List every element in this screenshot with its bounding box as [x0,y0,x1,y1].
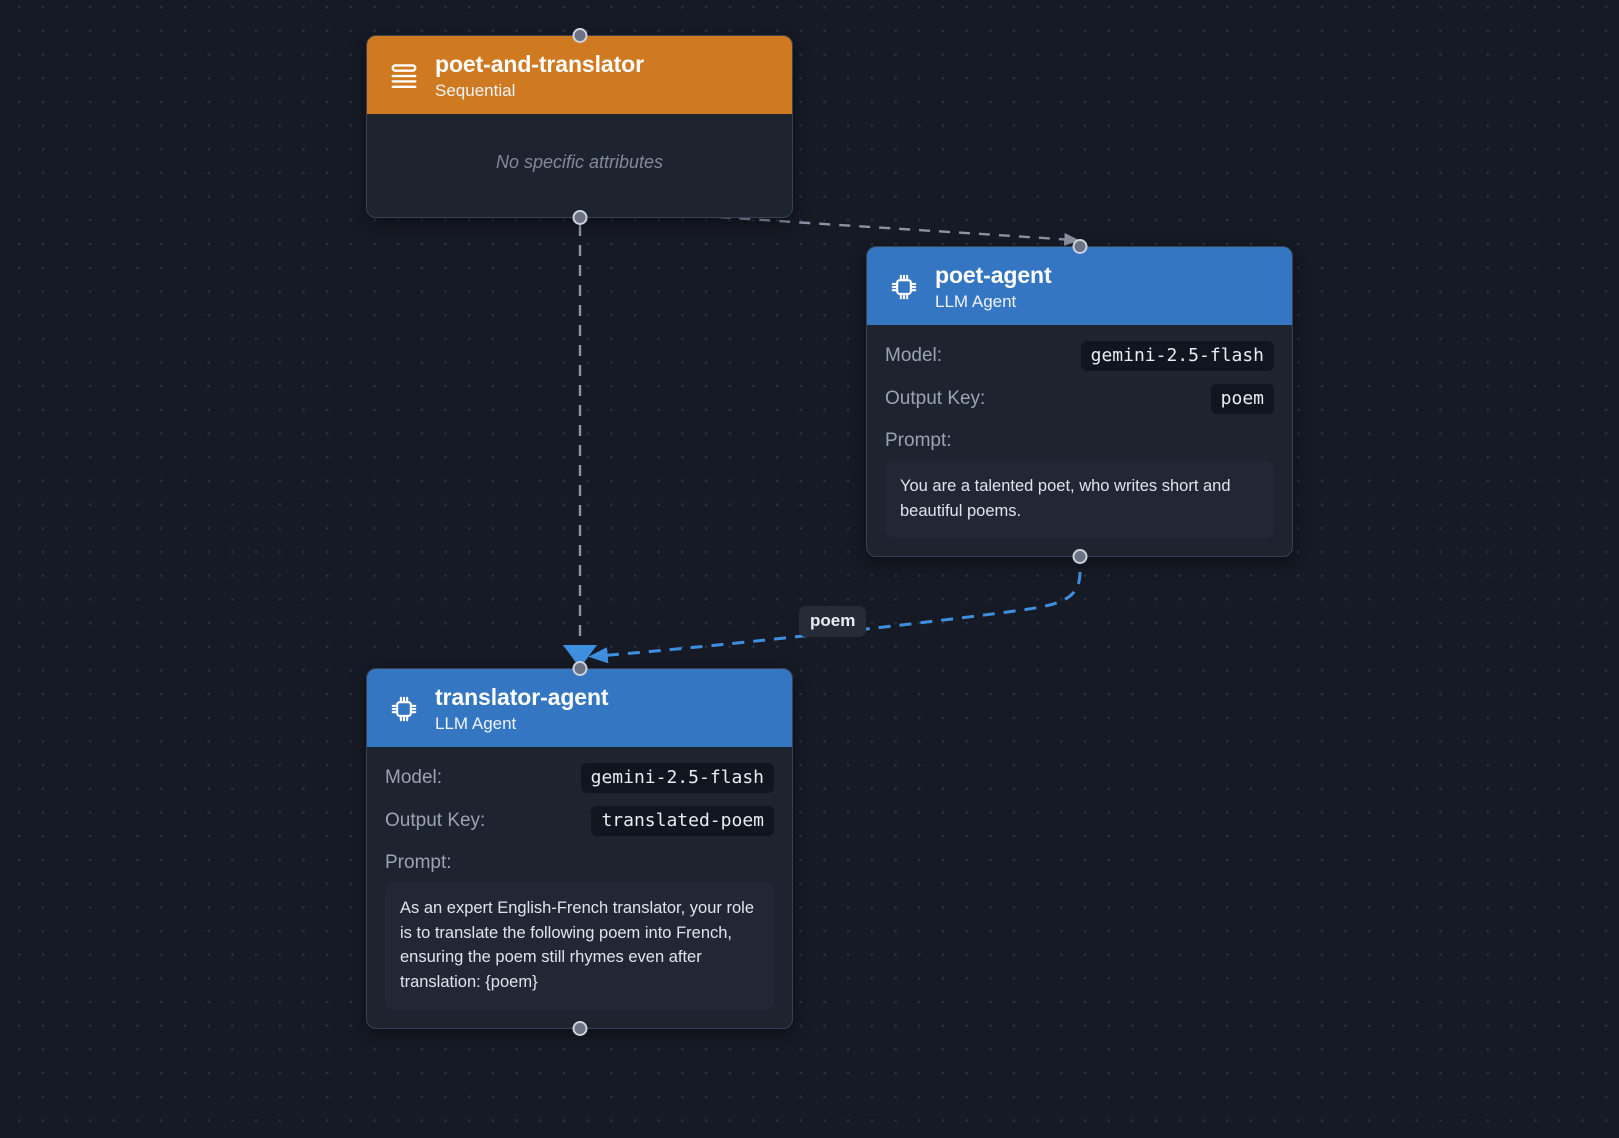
edge-label-poem: poem [799,606,867,637]
cpu-chip-icon [887,270,921,304]
attribute-row-output-key: Output Key: translated-poem [385,805,774,836]
node-subtitle: Sequential [435,80,516,100]
node-subtitle: LLM Agent [935,291,1017,311]
node-header: translator-agent LLM Agent [367,669,792,747]
node-handle-bottom[interactable] [572,1020,587,1036]
node-handle-top[interactable] [572,661,587,676]
node-title: translator-agent [435,684,609,710]
attribute-row-model: Model: gemini-2.5-flash [385,762,774,793]
attribute-row-output-key: Output Key: poem [885,383,1274,414]
node-translator-agent[interactable]: translator-agent LLM Agent Model: gemini… [366,661,793,1036]
node-title: poet-agent [935,262,1052,288]
node-title: poet-and-translator [435,51,644,77]
node-handle-top[interactable] [572,28,587,43]
node-poet-agent[interactable]: poet-agent LLM Agent Model: gemini-2.5-f… [866,239,1293,565]
no-attributes-text: No specific attributes [495,151,664,172]
attribute-row-model: Model: gemini-2.5-flash [885,340,1274,371]
attribute-label: Output Key: [885,387,986,409]
attribute-value-output-key: poem [1210,383,1274,414]
attribute-value-model: gemini-2.5-flash [580,762,774,793]
attribute-label: Model: [385,766,443,788]
prompt-label: Prompt: [385,851,452,873]
node-poet-and-translator[interactable]: poet-and-translator Sequential No specif… [366,28,793,225]
prompt-text: You are a talented poet, who writes shor… [885,460,1274,539]
node-body: Model: gemini-2.5-flash Output Key: tran… [367,747,792,1028]
prompt-text: As an expert English-French translator, … [385,882,774,1010]
node-body: No specific attributes [367,114,792,217]
node-handle-top[interactable] [1072,239,1087,254]
node-header: poet-agent LLM Agent [867,247,1292,325]
attribute-label: Model: [885,344,943,366]
node-handle-bottom[interactable] [1072,549,1087,565]
node-header: poet-and-translator Sequential [367,36,792,114]
attribute-label: Output Key: [385,809,486,831]
prompt-label: Prompt: [885,429,952,451]
attribute-value-output-key: translated-poem [591,805,774,836]
node-subtitle: LLM Agent [435,713,517,733]
attribute-value-model: gemini-2.5-flash [1080,340,1274,371]
node-handle-bottom[interactable] [572,209,587,225]
sequential-list-icon [387,59,421,93]
cpu-chip-icon [387,692,421,726]
node-body: Model: gemini-2.5-flash Output Key: poem… [867,325,1292,557]
